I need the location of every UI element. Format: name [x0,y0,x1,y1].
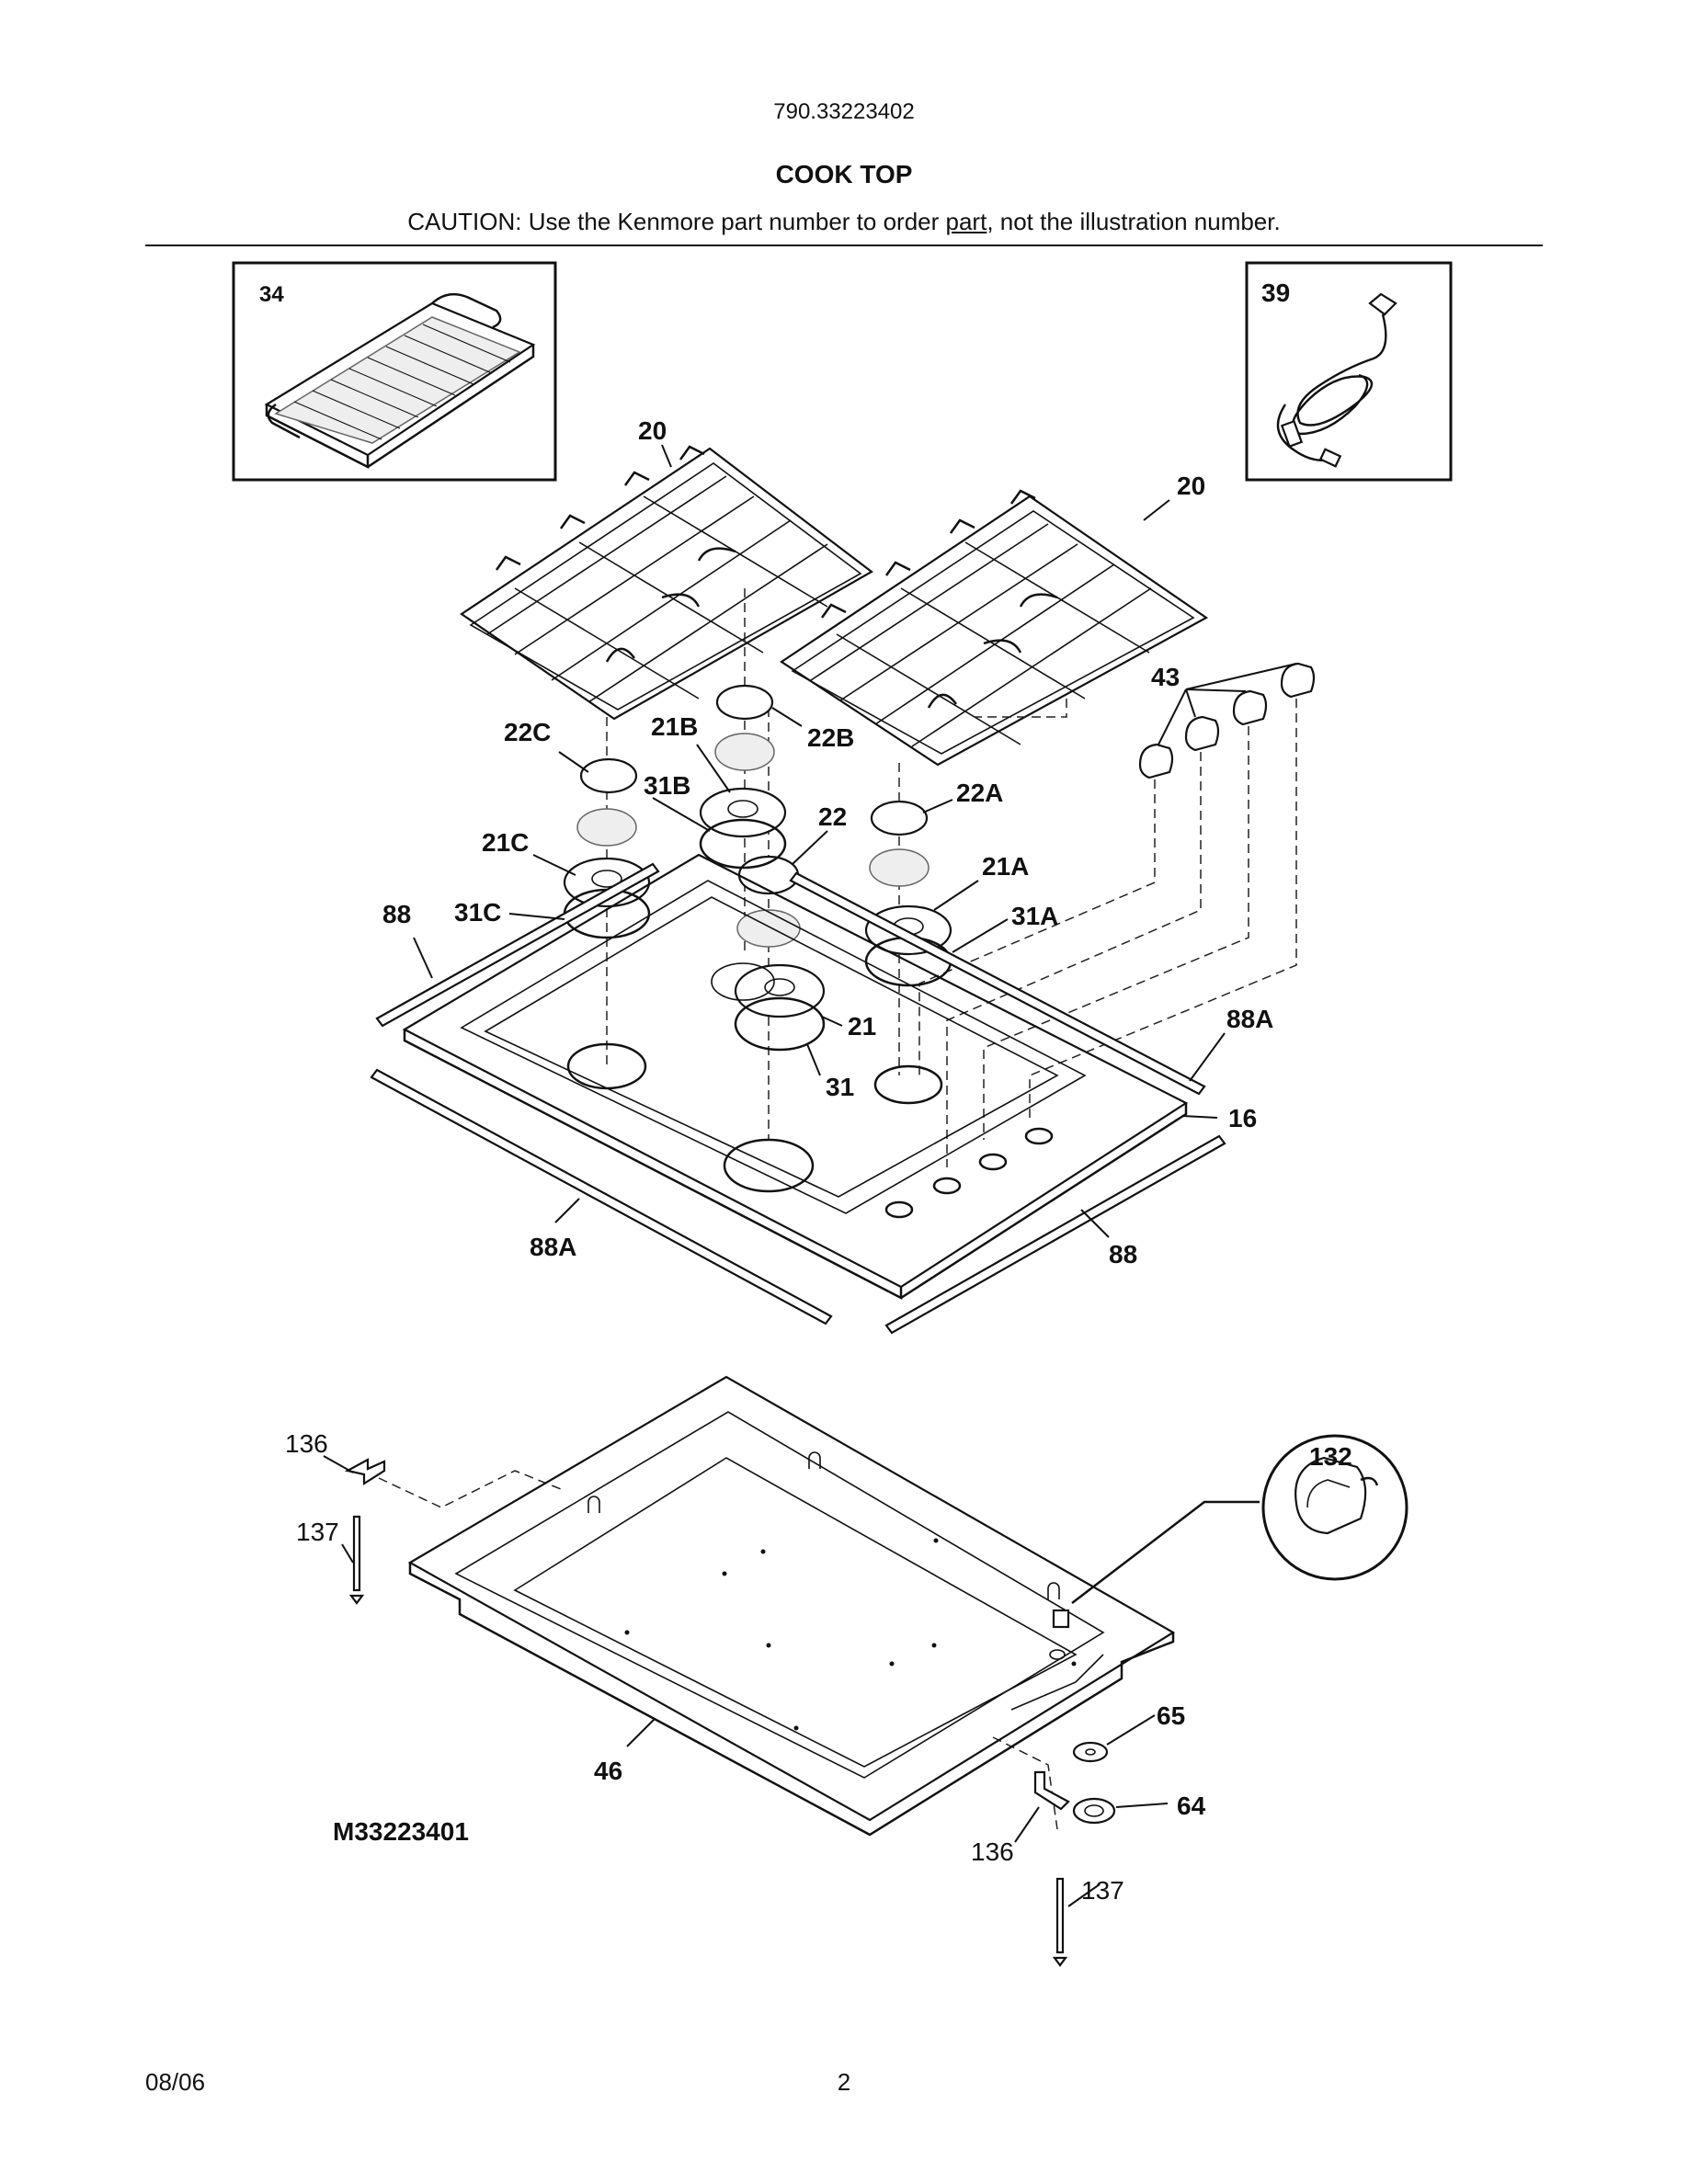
callout-136-top: 136 [285,1429,328,1458]
callout-20-left: 20 [638,416,667,445]
callout-88-bottom: 88 [1109,1240,1137,1268]
callout-88a-bottom: 88A [530,1233,576,1261]
power-cord-illustration [1276,292,1397,468]
callout-22: 22 [818,802,847,831]
callout-46: 46 [594,1757,622,1785]
model-number: 790.33223402 [773,99,915,124]
callout-31c: 31C [454,898,501,927]
callout-22c: 22C [504,718,551,746]
callout-21: 21 [848,1012,876,1041]
callout-137-bottom: 137 [1081,1876,1124,1905]
grate-left [460,445,873,721]
hardware [344,1458,1116,1967]
callout-132: 132 [1309,1442,1352,1471]
callout-64: 64 [1177,1792,1206,1820]
inset-spark-ignitor [1071,1434,1409,1604]
callout-31: 31 [826,1073,854,1101]
inset-griddle: 34 [232,261,557,482]
callout-31b: 31B [644,771,690,800]
burner-components [563,684,952,1052]
callout-20-right: 20 [1177,472,1205,500]
callout-65: 65 [1157,1701,1185,1730]
callout-136-bottom: 136 [971,1837,1014,1866]
callout-43: 43 [1151,663,1180,691]
diagram-id: M33223401 [333,1817,469,1846]
cooktop-main-top [370,853,1226,1335]
callout-34: 34 [259,282,284,307]
caution-underlined: part [945,208,987,235]
header-rule [145,245,1543,246]
callout-21b: 21B [651,712,698,741]
griddle-illustration [264,292,536,470]
callout-137-top: 137 [296,1518,339,1546]
caution-note: CAUTION: Use the Kenmore part number to … [0,208,1688,236]
callout-88-left: 88 [382,900,411,928]
callout-labels: 20 20 43 22C 21B 22B 31B 22A 22 21C 21A … [285,416,1352,1905]
caution-prefix: CAUTION: Use the Kenmore part number to … [407,208,946,235]
callout-22b: 22B [807,723,854,752]
callout-21a: 21A [982,852,1029,881]
callout-31a: 31A [1011,902,1058,930]
page-title: COOK TOP [775,160,913,188]
leader-lines [323,444,1226,1907]
page-number: 2 [837,2068,851,2096]
callout-88a-right: 88A [1226,1005,1273,1033]
callout-39: 39 [1261,279,1290,307]
caution-suffix: , not the illustration number. [987,208,1281,235]
callout-22a: 22A [956,779,1003,807]
grate-right [780,489,1209,767]
callout-21c: 21C [482,828,529,857]
footer-date: 08/06 [145,2068,206,2096]
burner-box-pan [407,1375,1176,1837]
inset-power-cord: 39 [1245,261,1453,482]
callout-16: 16 [1228,1104,1257,1132]
control-knobs [1138,662,1316,779]
